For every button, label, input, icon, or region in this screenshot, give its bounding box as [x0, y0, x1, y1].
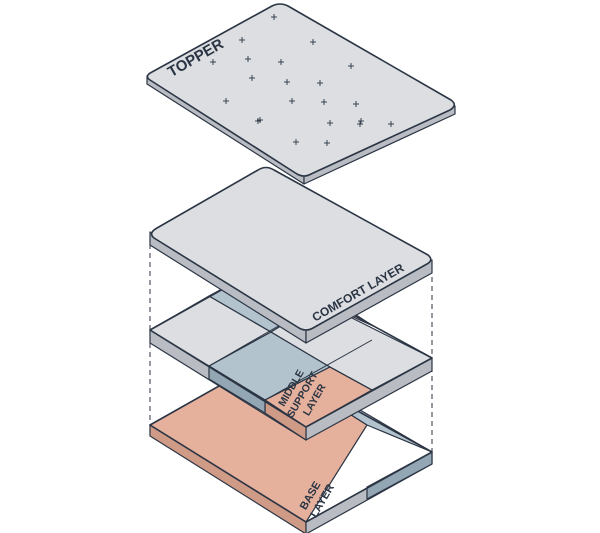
base-layer-side-blue	[366, 451, 433, 500]
topper-layer: TOPPER	[146, 3, 456, 185]
comfort-layer: COMFORT LAYER	[149, 166, 433, 344]
topper-top	[146, 3, 456, 177]
middle-grid-line-2	[264, 339, 373, 401]
middle-grid-line-6	[329, 366, 373, 391]
topper-stitches	[210, 14, 394, 146]
comfort-layer-top	[150, 166, 432, 331]
